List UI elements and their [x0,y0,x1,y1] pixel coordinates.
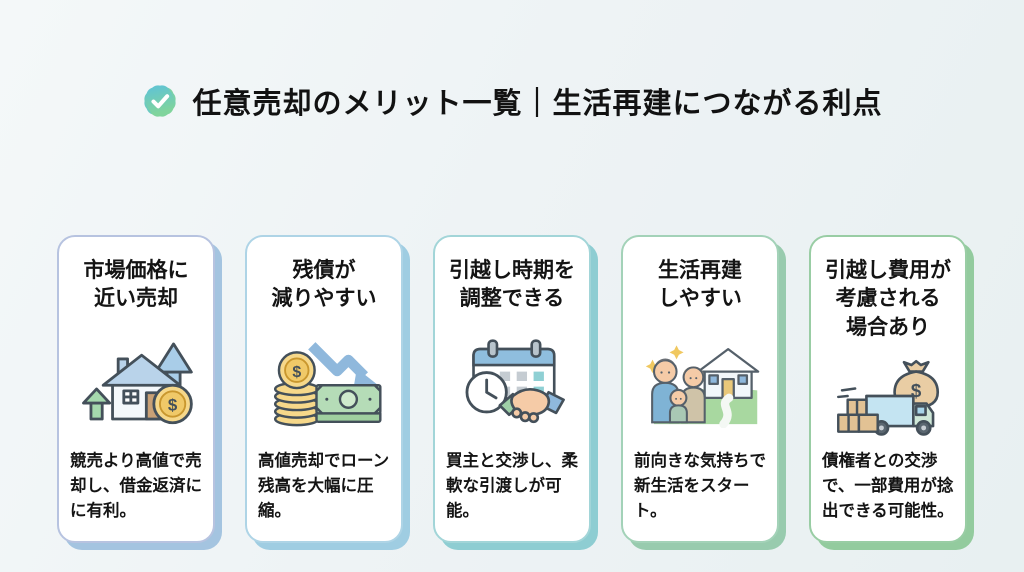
svg-text:$: $ [292,364,301,381]
card-title: 残債が 減りやすい [271,259,377,311]
page-title: 任意売却のメリット一覧｜生活再建につながる利点 [192,88,883,120]
svg-text:$: $ [168,396,178,415]
card-life-rebuild: 生活再建 しやすい [621,235,779,543]
card-title: 市場価格に 近い売却 [83,259,189,311]
card-title: 生活再建 しやすい [658,259,742,311]
card-title: 引越し時期を 調整できる [449,259,575,311]
moving-truck-icon: $ [822,342,954,449]
card-market-price-sale: 市場価格に 近い売却 [57,235,215,543]
svg-text:$: $ [911,379,922,400]
card-title: 引越し費用が 考慮される 場合あり [825,259,951,339]
page-header: 任意売却のメリット一覧｜生活再建につながる利点 [0,78,1024,124]
card-moving-schedule: 引越し時期を 調整できる [433,235,591,543]
card-body: 競売より高値で売却し、借金返済にに有利。 [70,452,202,520]
check-seal-icon [141,82,179,120]
card-body: 買主と交渉し、柔軟な引渡しが可能。 [446,452,578,520]
card-moving-cost: 引越し費用が 考慮される 場合あり $ [809,235,967,543]
calendar-handshake-icon [446,314,578,449]
card-body: 前向きな気持ちで新生活をスタート。 [634,452,766,520]
card-debt-reduction: 残債が 減りやすい $ [245,235,403,543]
debt-decrease-icon: $ [258,314,390,449]
card-body: 債権者との交渉で、一部費用が捻出できる可能性。 [822,452,954,520]
house-growth-icon: $ [70,314,202,449]
benefit-cards-row: 市場価格に 近い売却 [0,235,1024,543]
family-house-icon [634,314,766,449]
card-body: 高値売却でローン残高を大幅に圧縮。 [258,452,390,520]
